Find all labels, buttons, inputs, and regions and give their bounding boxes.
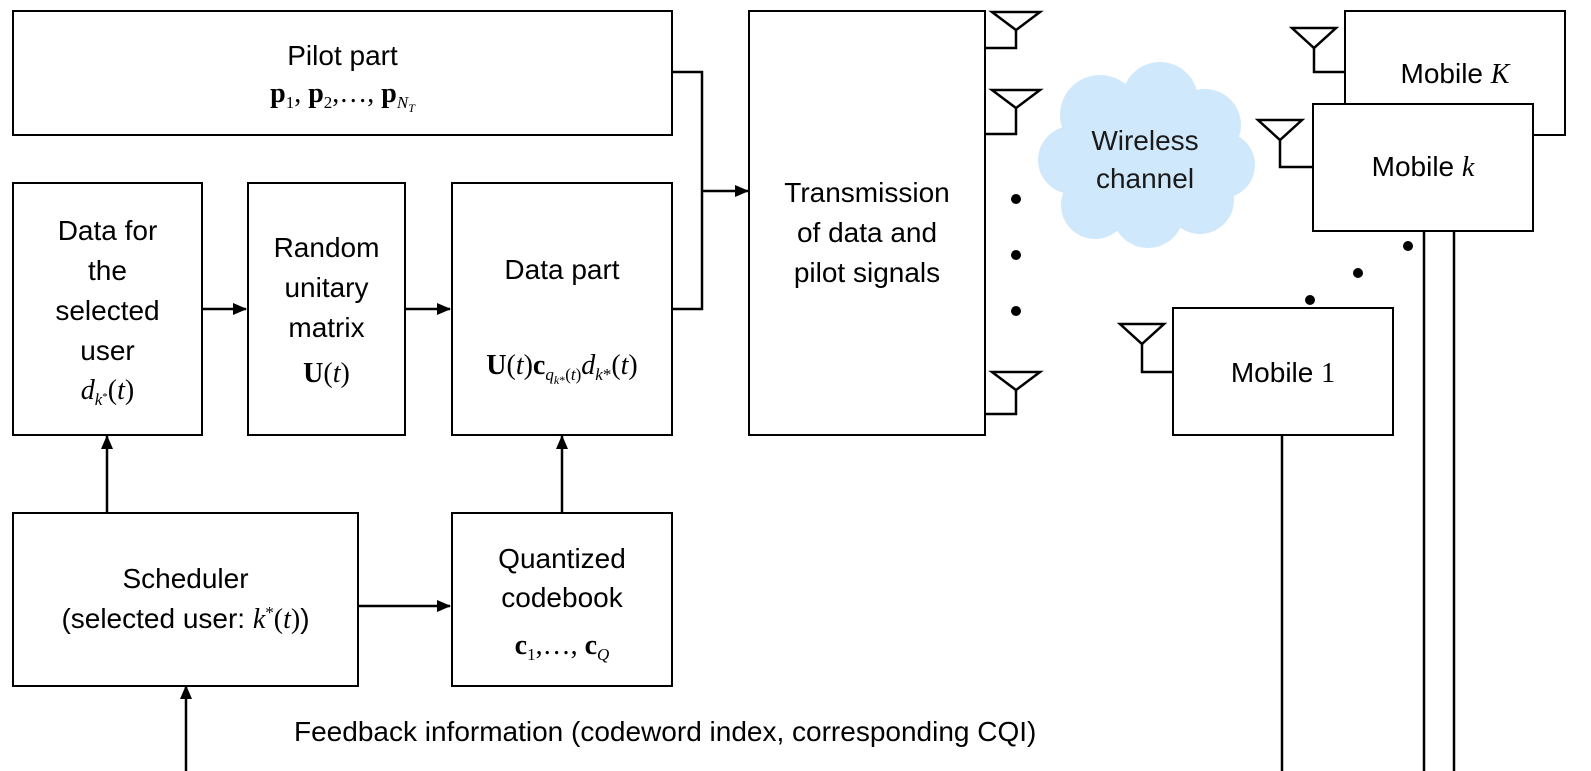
- pilot-part-box: Pilot part p1, p2,…, pNT: [12, 10, 673, 136]
- data-for-user-line-4: user: [80, 335, 135, 366]
- scheduler-title: Scheduler: [122, 563, 249, 594]
- mobile-k-symbol: k: [1461, 152, 1475, 183]
- data-for-user-line-1: Data for: [57, 215, 158, 246]
- transmission-line-3: pilot signals: [793, 257, 941, 288]
- mobile-k-antenna: [1254, 118, 1314, 169]
- scheduler-subtitle: (selected user: k*(t)): [14, 599, 357, 640]
- scheduler-box: Scheduler (selected user: k*(t)): [12, 512, 359, 687]
- wireless-channel-line-2: channel: [1095, 163, 1195, 194]
- mobile-K-label: Mobile K: [1346, 54, 1564, 95]
- tx-antenna-dots: [1011, 194, 1021, 316]
- wireless-channel-line-1: Wireless: [1091, 125, 1199, 156]
- tx-antenna-2: [986, 88, 1044, 136]
- data-part-formula: U(t)cqk*(t)dk*(t): [486, 350, 638, 387]
- data-for-user-line-3: selected: [55, 295, 160, 326]
- pilot-formula: p1, p2,…, pNT: [270, 78, 415, 115]
- transmission-line-1: Transmission: [784, 177, 950, 208]
- wireless-channel-label: Wireless channel: [1070, 110, 1220, 210]
- pilot-part-title: Pilot part: [287, 40, 398, 71]
- data-part-box: Data part U(t)cqk*(t)dk*(t): [451, 182, 673, 436]
- random-matrix-line-1: Random: [273, 232, 380, 263]
- tx-antenna-1: [986, 10, 1044, 50]
- mobile-1-prefix: Mobile: [1230, 357, 1314, 388]
- mobile-k-label: Mobile k: [1314, 147, 1532, 188]
- random-matrix-line-2: unitary: [284, 272, 369, 303]
- data-for-user-formula: dk*(t): [80, 375, 135, 409]
- datapart-to-junction-line: [672, 191, 704, 311]
- mobile-K-prefix: Mobile: [1400, 58, 1483, 89]
- data-for-user-box: Data for the selected user dk*(t): [12, 182, 203, 436]
- transmission-box: Transmission of data and pilot signals: [748, 10, 986, 436]
- mobile-k-box: Mobile k: [1312, 103, 1534, 232]
- random-matrix-formula: U(t): [303, 358, 350, 389]
- scheduler-subtitle-prefix: (selected user:: [61, 603, 253, 634]
- codebook-line-1: Quantized: [498, 543, 626, 574]
- mobile-1-label: Mobile 1: [1174, 353, 1392, 394]
- mobile-dots: [1305, 241, 1413, 305]
- codebook-line-2: codebook: [501, 582, 623, 613]
- data-for-user-line-2: the: [88, 255, 127, 286]
- feedback-label: Feedback information (codeword index, co…: [294, 716, 1037, 747]
- mobile-K-antenna: [1288, 26, 1344, 74]
- tx-antenna-n: [986, 370, 1044, 416]
- codebook-formula: c1,…, cQ: [514, 630, 610, 664]
- mobile-1-symbol: 1: [1321, 358, 1336, 389]
- codebook-box: Quantized codebook c1,…, cQ: [451, 512, 673, 687]
- scheduler-selected-user-formula: k*(t): [252, 603, 301, 635]
- mobile-K-symbol: K: [1490, 59, 1510, 90]
- random-matrix-box: Random unitary matrix U(t): [247, 182, 406, 436]
- data-part-title: Data part: [504, 254, 620, 285]
- wireless-channel-cloud: [1038, 62, 1255, 248]
- mobile-k-prefix: Mobile: [1371, 151, 1455, 182]
- transmission-line-2: of data and: [796, 217, 938, 248]
- pilot-to-junction-line: [672, 70, 704, 191]
- scheduler-subtitle-suffix: ): [300, 603, 310, 634]
- random-matrix-line-3: matrix: [288, 312, 365, 343]
- mobile-1-antenna: [1116, 322, 1172, 374]
- mobile-1-box: Mobile 1: [1172, 307, 1394, 436]
